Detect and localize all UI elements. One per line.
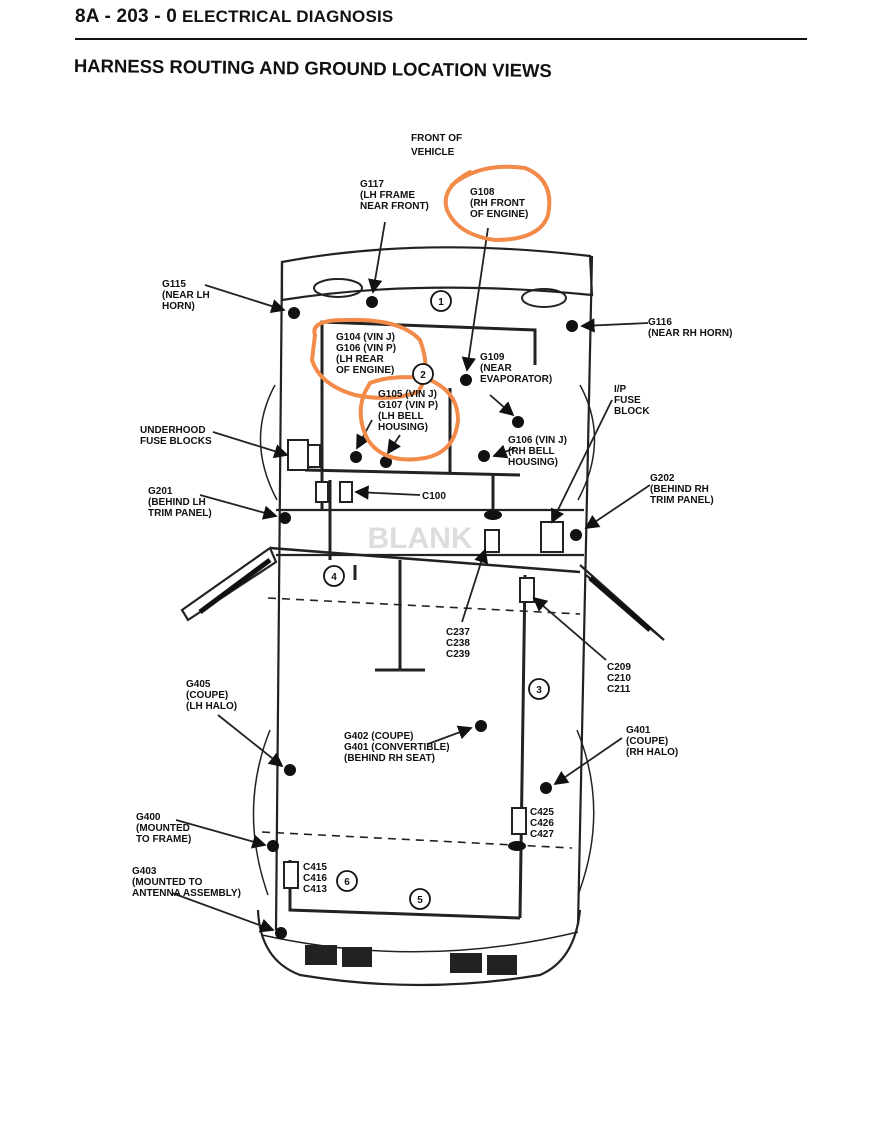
ip-fuse-block [540, 521, 564, 553]
underhood-fuse-block-2 [307, 444, 321, 468]
rh-headlight [521, 288, 567, 308]
g106-dot [478, 450, 490, 462]
numbered-circles: 1 2 3 4 5 6 [323, 290, 550, 910]
underhood-fuse-block [287, 439, 309, 471]
c237-connector [484, 529, 500, 553]
g115-dot [288, 307, 300, 319]
g201-dot [279, 512, 291, 524]
lh-headlight [313, 278, 363, 298]
c100-connector-b [339, 481, 353, 503]
g117-dot [366, 296, 378, 308]
svg-text:4: 4 [331, 572, 337, 583]
rear-blocks [305, 945, 517, 975]
grommet-1 [484, 510, 502, 520]
leader-lines [171, 221, 651, 933]
c100-connector-a [315, 481, 329, 503]
circle-3: 3 [528, 678, 550, 700]
svg-text:3: 3 [536, 685, 542, 696]
svg-text:1: 1 [438, 297, 444, 308]
label-g116: G116(NEAR RH HORN) [648, 317, 732, 339]
svg-text:2: 2 [420, 370, 426, 381]
circle-4: 4 [323, 565, 345, 587]
grommet-2 [508, 841, 526, 851]
svg-text:6: 6 [344, 877, 350, 888]
g202-dot [570, 529, 582, 541]
g104-dot [350, 451, 362, 463]
circle-5: 5 [409, 888, 431, 910]
label-c100: C100 [422, 491, 446, 502]
label-g402: G402 (COUPE)G401 (CONVERTIBLE)(BEHIND RH… [344, 731, 450, 764]
c425-connector [511, 807, 527, 835]
circle-6: 6 [336, 870, 358, 892]
g106rh-dot [512, 416, 524, 428]
g402-dot [475, 720, 487, 732]
circle-1: 1 [430, 290, 452, 312]
header-rule [75, 38, 807, 40]
c415-connector [283, 861, 299, 889]
g400-dot [267, 840, 279, 852]
section-name: ELECTRICAL DIAGNOSIS [181, 7, 394, 26]
g401-dot [540, 782, 552, 794]
page-code: 8A - 203 - 0 [75, 6, 178, 27]
svg-text:5: 5 [417, 895, 423, 906]
label-g401: G401(COUPE)(RH HALO) [626, 725, 678, 758]
label-g405: G405(COUPE)(LH HALO) [186, 679, 237, 712]
connectors [283, 439, 564, 889]
circle-2: 2 [412, 363, 434, 385]
g116-dot [566, 320, 578, 332]
ground-points [267, 296, 582, 939]
page-header: 8A - 203 - 0 ELECTRICAL DIAGNOSIS [75, 6, 393, 28]
blank-watermark: BLANK [368, 522, 473, 555]
g105-dot [380, 456, 392, 468]
g405-dot [284, 764, 296, 776]
g109-dot [460, 374, 472, 386]
c209-connector [519, 577, 535, 603]
g403-dot [275, 927, 287, 939]
